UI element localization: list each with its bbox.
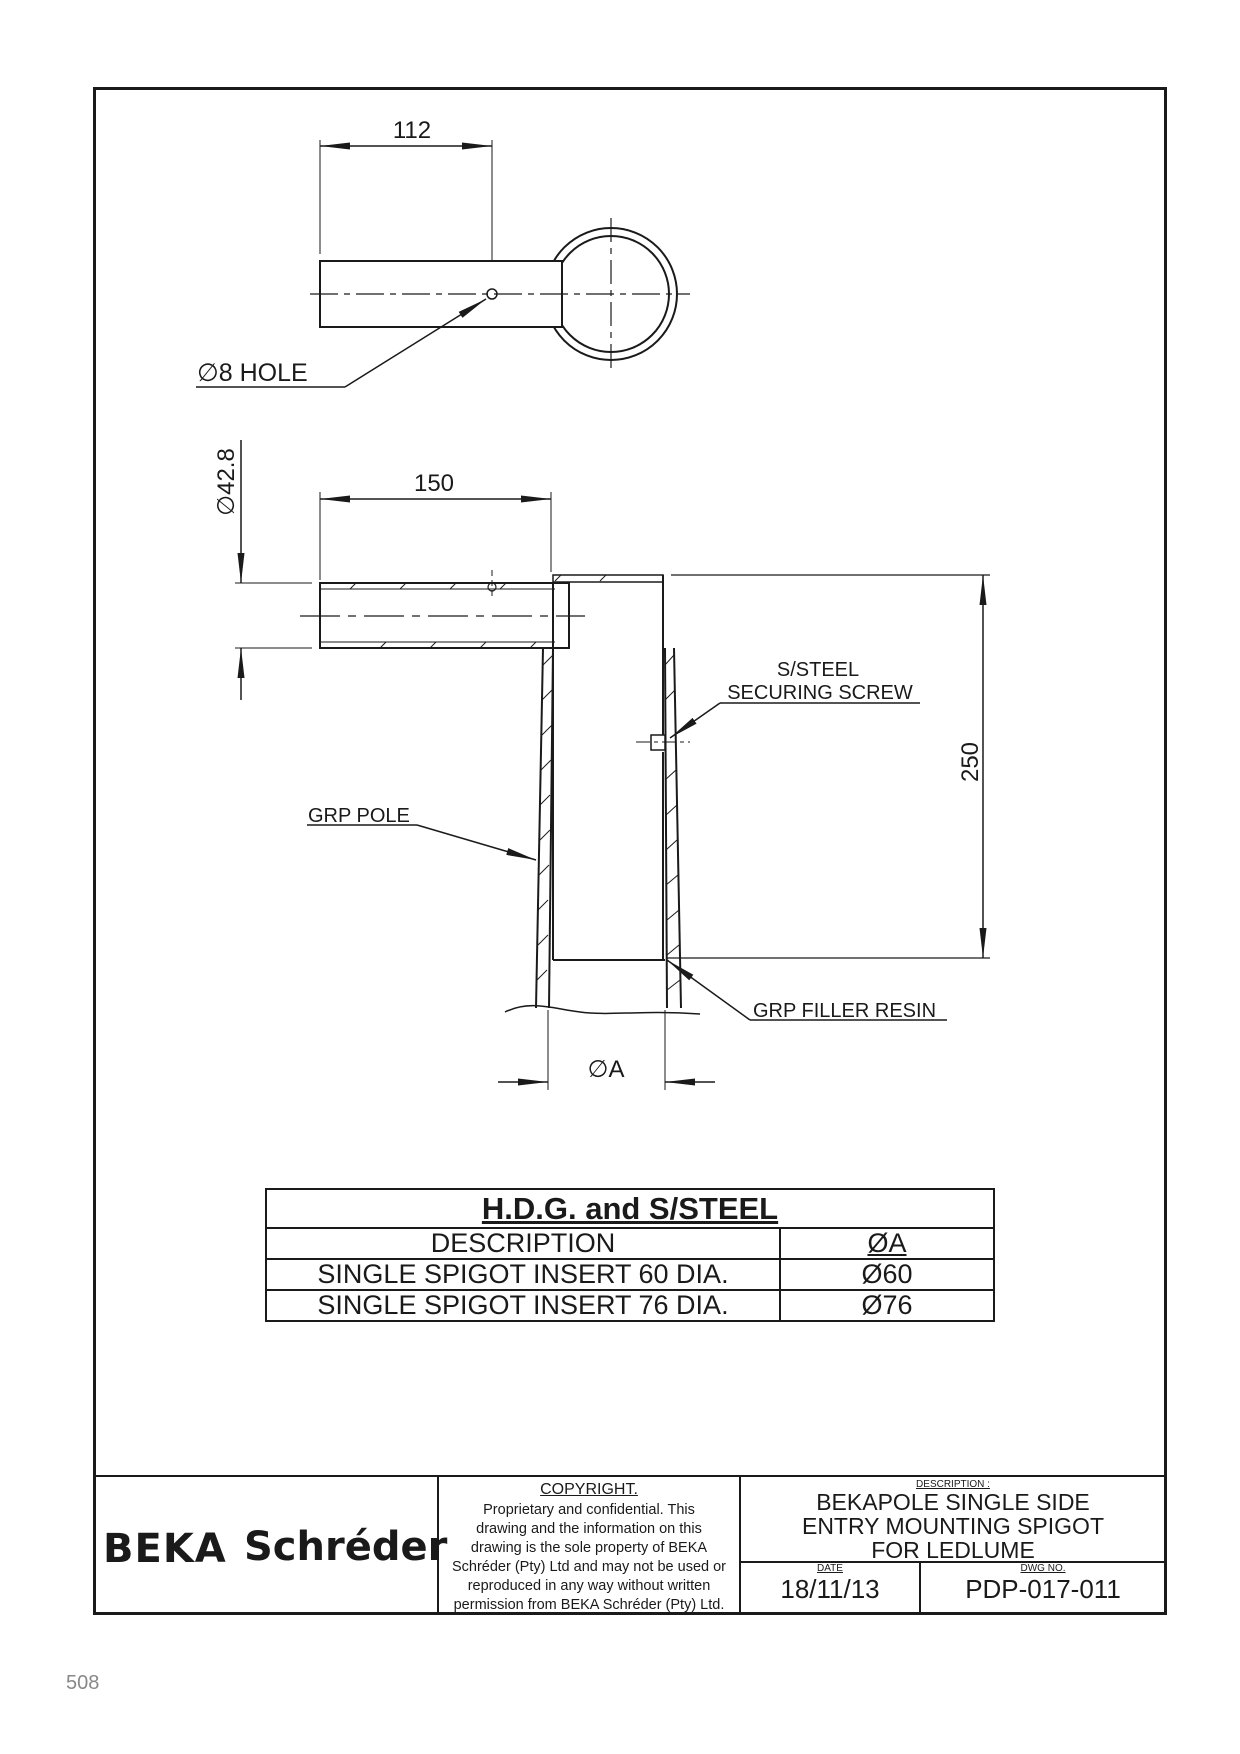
spigot-cap: [552, 574, 664, 583]
dwg-value: PDP-017-011: [965, 1574, 1121, 1604]
hole-side: [487, 582, 497, 592]
diameter-symbol: ∅: [197, 358, 219, 387]
hole-label-text: 8 HOLE: [219, 359, 308, 387]
description-cell: DESCRIPTION : BEKAPOLE SINGLE SIDE ENTRY…: [741, 1477, 1165, 1563]
spec-table-title-row: H.D.G. and S/STEEL: [265, 1188, 995, 1229]
row-diameter: Ø76: [779, 1289, 995, 1322]
dwg-cell: DWG NO. PDP-017-011: [921, 1563, 1165, 1615]
screw-label-line1: S/STEEL: [777, 659, 859, 681]
spec-table-title: H.D.G. and S/STEEL: [265, 1188, 995, 1229]
hole-leader: [344, 298, 487, 388]
pole-hatching: [349, 574, 681, 991]
row-description: SINGLE SPIGOT INSERT 60 DIA.: [265, 1258, 781, 1291]
screw-leader: [669, 702, 721, 739]
side-view: [235, 440, 990, 1090]
dim-150-text: 150: [414, 470, 454, 497]
copyright-line: permission from BEKA Schréder (Pty) Ltd.: [453, 1597, 725, 1613]
logo-schreder: Schréder: [244, 1524, 448, 1570]
top-view: [196, 140, 690, 388]
description-line: ENTRY MOUNTING SPIGOT: [801, 1513, 1104, 1539]
copyright-line: drawing and the information on this: [476, 1521, 702, 1537]
row-description: SINGLE SPIGOT INSERT 76 DIA.: [265, 1289, 781, 1322]
date-value: 18/11/13: [780, 1574, 880, 1604]
table-row: SINGLE SPIGOT INSERT 76 DIA. Ø76: [265, 1289, 995, 1322]
pole-left-inner: [548, 647, 554, 1009]
copyright-line: Proprietary and confidential. This: [483, 1502, 695, 1518]
dim-250-text: 250: [957, 742, 984, 782]
logo-beka: BEKA: [103, 1526, 227, 1572]
date-label: DATE: [817, 1563, 843, 1574]
header-description: DESCRIPTION: [265, 1227, 781, 1260]
dim-a-value: A: [608, 1056, 624, 1083]
description-line: FOR LEDLUME: [871, 1537, 1035, 1563]
break-line: [504, 1004, 701, 1015]
pole-left-outer: [535, 647, 544, 1009]
page-number: 508: [66, 1672, 100, 1694]
row-diameter: Ø60: [779, 1258, 995, 1291]
grp-pole-leader: [416, 824, 537, 861]
date-cell: DATE 18/11/13: [741, 1563, 921, 1615]
dim-112-text: 112: [393, 117, 431, 144]
hole-label: ∅8 HOLE: [197, 358, 308, 387]
dim-a-text: ∅A: [588, 1055, 625, 1083]
copyright-line: reproduced in any way without written: [467, 1578, 711, 1594]
header-diameter-a: ØA: [779, 1227, 995, 1260]
description-line: BEKAPOLE SINGLE SIDE: [816, 1489, 1090, 1515]
dim-42-8-value: 42.8: [213, 448, 240, 495]
drawing-frame: [93, 87, 1167, 1615]
diameter-symbol: ∅: [588, 1055, 609, 1083]
resin-leader: [666, 959, 751, 1021]
pole-right-outer: [673, 647, 682, 1009]
logo-cell: BEKA Schréder: [93, 1477, 447, 1615]
copyright-line: Schréder (Pty) Ltd and may not be used o…: [451, 1559, 727, 1575]
dwg-label: DWG NO.: [1020, 1563, 1066, 1574]
spec-table: H.D.G. and S/STEEL DESCRIPTION ØA SINGLE…: [265, 1188, 995, 1322]
title-block: BEKA Schréder COPYRIGHT. Proprietary and…: [93, 1475, 1167, 1615]
grp-pole-label: GRP POLE: [308, 805, 410, 827]
spec-table-header-row: DESCRIPTION ØA: [265, 1227, 995, 1260]
pole-right-inner: [664, 647, 668, 1009]
grp-filler-resin-label: GRP FILLER RESIN: [753, 1000, 936, 1022]
dim-42-8-text: ∅42.8: [212, 448, 240, 516]
hole-8: [486, 288, 498, 300]
copyright-line: drawing is the sole property of BEKA: [470, 1540, 708, 1556]
copyright-title: COPYRIGHT.: [540, 1481, 638, 1498]
table-row: SINGLE SPIGOT INSERT 60 DIA. Ø60: [265, 1258, 995, 1291]
diameter-symbol: ∅: [212, 495, 240, 516]
copyright-body: Proprietary and confidential. This drawi…: [439, 1501, 739, 1615]
copyright-cell: COPYRIGHT. Proprietary and confidential.…: [439, 1477, 741, 1615]
screw-label-line2: SECURING SCREW: [727, 682, 913, 704]
description-label: DESCRIPTION :: [916, 1479, 990, 1490]
